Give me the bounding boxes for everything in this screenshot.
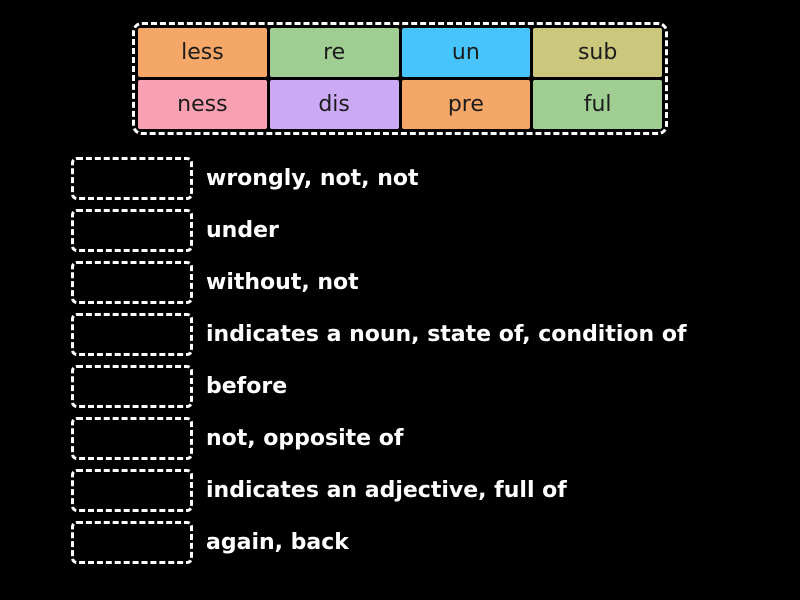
- definition-label: without, not: [206, 269, 359, 295]
- drag-tile[interactable]: sub: [533, 28, 662, 77]
- drag-tile[interactable]: re: [269, 28, 399, 77]
- match-row: not, opposite of: [71, 412, 791, 464]
- definition-label: before: [206, 373, 288, 399]
- match-list: wrongly, not, not under without, not ind…: [71, 152, 791, 568]
- drag-tile[interactable]: un: [401, 28, 531, 77]
- definition-label: indicates an adjective, full of: [206, 477, 567, 503]
- drop-target[interactable]: [71, 208, 193, 252]
- drag-tile[interactable]: ful: [533, 80, 662, 129]
- drag-tile[interactable]: ness: [138, 80, 267, 129]
- match-row: before: [71, 360, 791, 412]
- match-row: indicates a noun, state of, condition of: [71, 308, 791, 360]
- definition-label: indicates a noun, state of, condition of: [206, 321, 687, 347]
- drag-tile[interactable]: pre: [401, 80, 531, 129]
- match-row: again, back: [71, 516, 791, 568]
- definition-label: again, back: [206, 529, 349, 555]
- drag-tile[interactable]: dis: [269, 80, 399, 129]
- drop-target[interactable]: [71, 260, 193, 304]
- drag-tile[interactable]: less: [138, 28, 267, 77]
- drop-target[interactable]: [71, 364, 193, 408]
- match-row: without, not: [71, 256, 791, 308]
- definition-label: wrongly, not, not: [206, 165, 419, 191]
- definition-label: under: [206, 217, 279, 243]
- match-row: wrongly, not, not: [71, 152, 791, 204]
- drop-target[interactable]: [71, 416, 193, 460]
- match-row: indicates an adjective, full of: [71, 464, 791, 516]
- drop-target[interactable]: [71, 312, 193, 356]
- tile-tray: less re un sub ness dis pre ful: [132, 22, 668, 135]
- match-row: under: [71, 204, 791, 256]
- drop-target[interactable]: [71, 520, 193, 564]
- drop-target[interactable]: [71, 468, 193, 512]
- definition-label: not, opposite of: [206, 425, 404, 451]
- drop-target[interactable]: [71, 156, 193, 200]
